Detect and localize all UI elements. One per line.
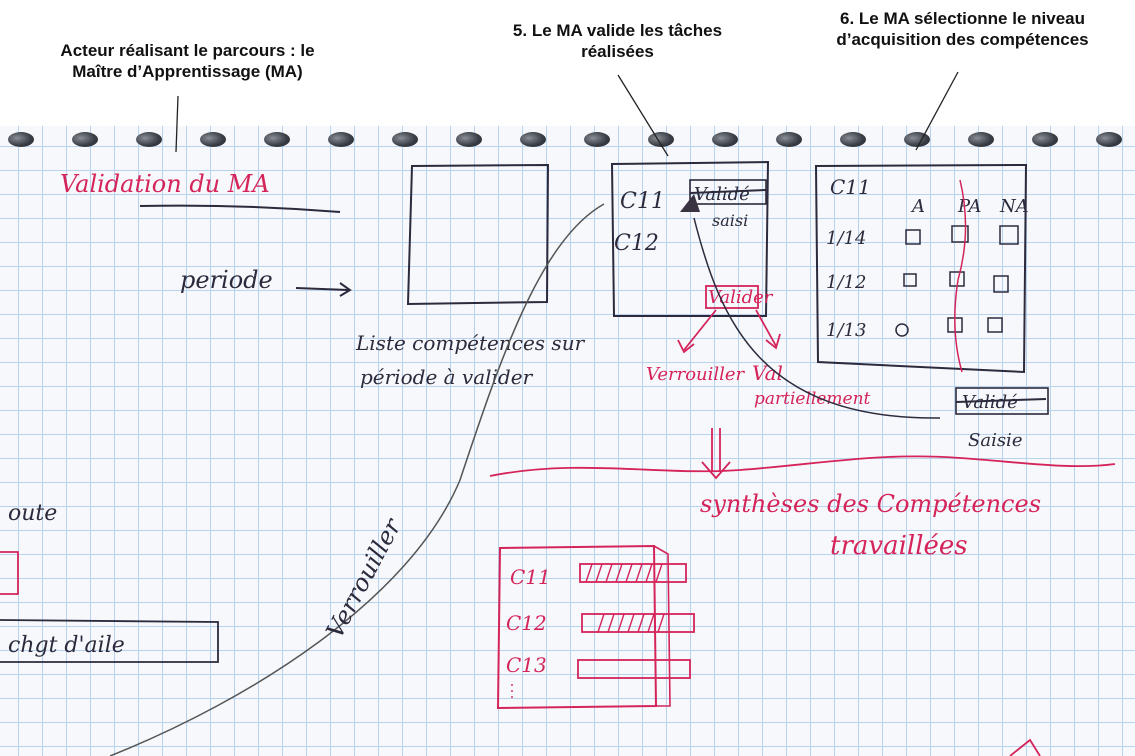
tasks-box xyxy=(610,160,770,317)
level-na: NA xyxy=(999,196,1029,217)
step6-caption: 6. Le MA sélectionne le niveau d’acquisi… xyxy=(836,9,1089,50)
synthese-c11: C11 xyxy=(510,565,551,589)
sketch-title: Validation du MA xyxy=(60,170,270,198)
pa-red-line xyxy=(954,179,967,373)
verrouiller-curve xyxy=(109,203,605,756)
valider-label: Valider xyxy=(708,287,774,308)
fraction-2: 1/12 xyxy=(826,272,866,293)
left-edge-text1: oute xyxy=(8,501,57,526)
fraction-3: 1/13 xyxy=(826,320,866,341)
tasks-c12: C12 xyxy=(614,231,659,256)
notebook-page xyxy=(0,126,1135,756)
levels-c11: C11 xyxy=(830,175,871,199)
verrouiller-label: Verrouiller xyxy=(646,364,746,385)
actor-pointer-line xyxy=(175,95,179,153)
separator-wave xyxy=(489,455,1116,477)
spiral-binding xyxy=(0,130,1135,150)
step6-pointer-line xyxy=(915,71,959,151)
liste-text-2: période à valider xyxy=(360,365,534,389)
periode-label: periode xyxy=(180,266,273,294)
bar-c11 xyxy=(579,563,687,583)
step5-pointer-line xyxy=(617,74,669,157)
left-edge-text2: chgt d'aile xyxy=(8,633,125,658)
levels-saisie: Saisie xyxy=(968,430,1022,451)
fraction-1: 1/14 xyxy=(826,228,866,249)
tasks-saisi: saisi xyxy=(712,211,748,230)
actor-caption: Acteur réalisant le parcours : le Maître… xyxy=(60,41,315,82)
period-box xyxy=(406,163,550,306)
tasks-c11: C11 xyxy=(620,189,665,214)
title-underline xyxy=(139,204,341,213)
levels-valide-struck: Validé xyxy=(962,392,1018,413)
step5-caption: 5. Le MA valide les tâches réalisées xyxy=(512,21,723,62)
synthese-c12: C12 xyxy=(506,611,547,635)
cursor-arrow-icon xyxy=(680,194,700,212)
level-pa: PA xyxy=(957,196,981,217)
synthese-line1: synthèses des Compétences xyxy=(700,490,1041,518)
level-a: A xyxy=(910,196,925,217)
synthese-c13: C13 xyxy=(506,653,547,677)
tasks-valide-struck: Validé xyxy=(694,184,750,205)
levels-box xyxy=(814,163,1028,374)
bar-c13 xyxy=(577,659,691,679)
verrouiller-vertical: Verrouiller xyxy=(321,513,408,643)
val-partiellement-2: partiellement xyxy=(754,389,871,409)
valider-button xyxy=(705,285,759,309)
synthese-line2: travaillées xyxy=(830,531,968,561)
liste-text-1: Liste compétences sur xyxy=(355,331,586,355)
